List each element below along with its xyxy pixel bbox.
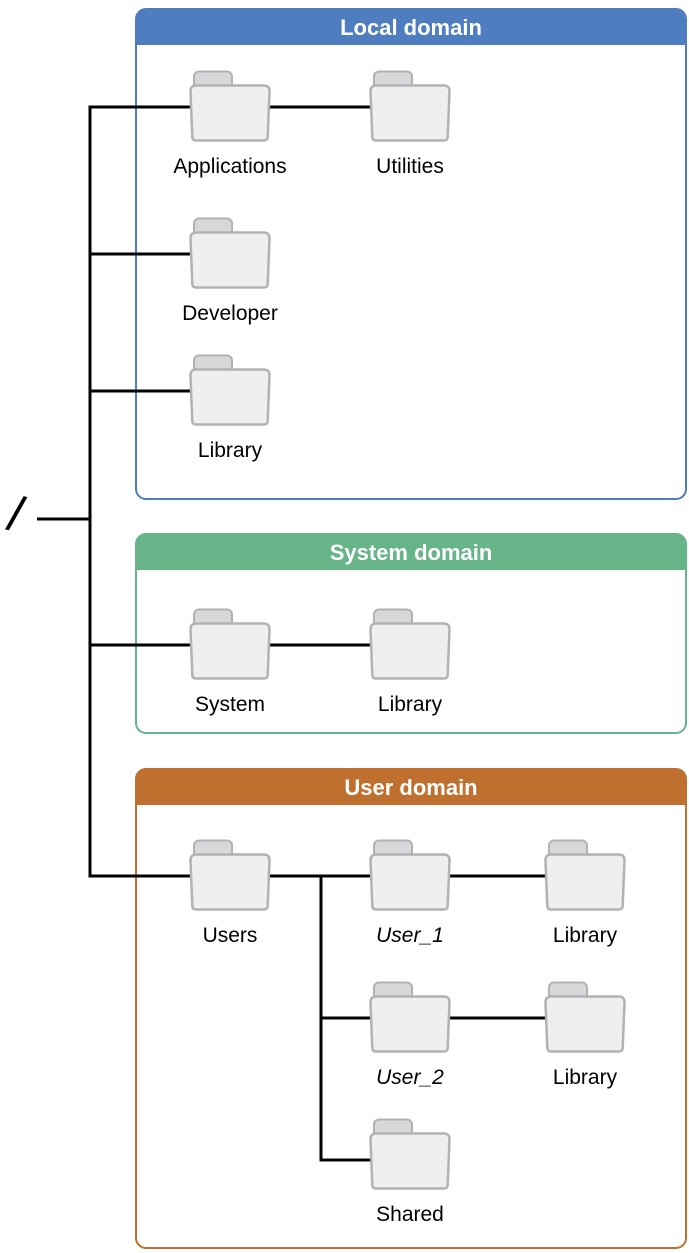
folder-icon <box>184 69 276 143</box>
folder-label: Library <box>377 693 443 716</box>
folder-label: User_2 <box>376 1066 444 1089</box>
folder-user-2: User_2 <box>345 980 475 1089</box>
user-domain-title: User domain <box>137 770 685 805</box>
folder-icon <box>364 607 456 681</box>
folder-shared: Shared <box>345 1117 475 1226</box>
folder-icon <box>184 353 276 427</box>
folder-label: Library <box>197 439 263 462</box>
folder-label: User_1 <box>376 924 444 947</box>
folder-icon <box>539 838 631 912</box>
local-domain-title: Local domain <box>137 10 685 45</box>
system-domain-title: System domain <box>137 535 685 570</box>
folder-label: Utilities <box>376 155 444 178</box>
folder-library-user-2: Library <box>520 980 650 1089</box>
folder-label: Library <box>552 924 618 947</box>
folder-developer: Developer <box>165 216 295 325</box>
folder-icon <box>184 216 276 290</box>
folder-label: Developer <box>182 302 278 325</box>
folder-icon <box>364 69 456 143</box>
folder-library-user-1: Library <box>520 838 650 947</box>
folder-icon <box>364 980 456 1054</box>
folder-label: Shared <box>376 1203 444 1226</box>
folder-icon <box>364 1117 456 1191</box>
folder-library-system: Library <box>345 607 475 716</box>
root-directory-label: / <box>2 485 30 543</box>
folder-users: Users <box>165 838 295 947</box>
folder-library-local: Library <box>165 353 295 462</box>
folder-label: System <box>194 693 265 716</box>
folder-label: Library <box>552 1066 618 1089</box>
folder-utilities: Utilities <box>345 69 475 178</box>
folder-system: System <box>165 607 295 716</box>
folder-icon <box>364 838 456 912</box>
folder-label: Applications <box>173 155 287 178</box>
folder-icon <box>184 607 276 681</box>
folder-applications: Applications <box>165 69 295 178</box>
folder-user-1: User_1 <box>345 838 475 947</box>
folder-label: Users <box>202 924 258 947</box>
folder-icon <box>539 980 631 1054</box>
folder-icon <box>184 838 276 912</box>
